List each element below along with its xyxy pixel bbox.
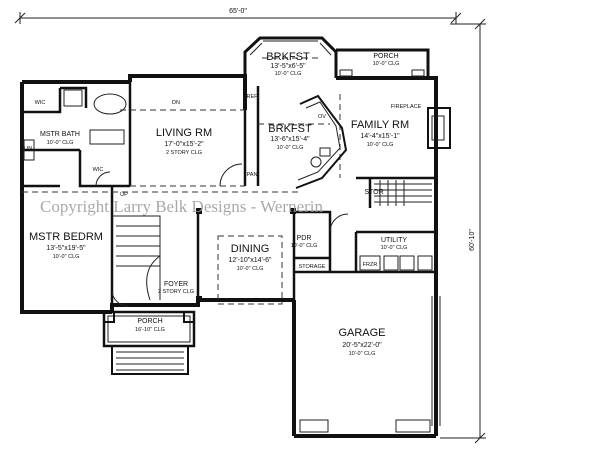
room-ceiling: 10'-0" CLG bbox=[237, 266, 264, 272]
wic-bottom-label: WIC bbox=[93, 167, 104, 173]
fireplace-shape bbox=[427, 107, 451, 149]
utility-fixtures bbox=[359, 255, 433, 271]
room-name: DINING bbox=[231, 243, 270, 255]
dn-label: DN bbox=[172, 100, 180, 106]
room-family: FAMILY RM 14'-4"x15'-1" 10'-0" CLG bbox=[351, 119, 409, 148]
columns bbox=[196, 208, 296, 302]
stor-label: STOR bbox=[364, 189, 383, 196]
room-brkfst-top: BRKFST 13'-5"x6'-5" 10'-0" CLG bbox=[266, 51, 310, 77]
rear-stairs bbox=[374, 180, 432, 206]
exterior-walls bbox=[20, 36, 438, 438]
door-swings bbox=[95, 163, 349, 307]
width-dimension-label: 65'-0" bbox=[229, 8, 247, 15]
room-name: UTILITY bbox=[381, 237, 407, 244]
room-name: FOYER bbox=[164, 281, 188, 288]
room-ceiling: 10'-0" CLG bbox=[373, 61, 400, 67]
room-ceiling: 10'-0" CLG bbox=[53, 254, 80, 260]
ov-label: OV bbox=[318, 114, 326, 120]
ref-label: REF bbox=[247, 94, 259, 100]
bath-fixtures bbox=[23, 89, 127, 161]
room-ceiling: 10'-0" CLG bbox=[381, 245, 408, 251]
width-dimension-line bbox=[14, 5, 462, 24]
wic-top-label: WIC bbox=[35, 100, 46, 106]
fireplace-label: FIREPLACE bbox=[391, 104, 422, 110]
lin-label: LIN bbox=[24, 146, 33, 152]
ceiling-lines bbox=[22, 57, 341, 305]
room-ceiling: 10'-0" CLG bbox=[367, 142, 394, 148]
room-foyer: FOYER 2 STORY CLG bbox=[158, 281, 194, 295]
room-ceiling: 2 STORY CLG bbox=[166, 150, 202, 156]
room-utility: UTILITY 10'-0" CLG bbox=[381, 237, 408, 251]
kitchen-island bbox=[295, 94, 348, 189]
room-porch-top: PORCH 10'-0" CLG bbox=[373, 53, 400, 67]
room-size: 16'-10" CLG bbox=[135, 327, 165, 333]
depth-dimension-label: 60'-10" bbox=[469, 229, 476, 251]
room-ceiling: 10'-0" CLG bbox=[47, 140, 74, 146]
room-living: LIVING RM 17'-0"x15'-2" 2 STORY CLG bbox=[156, 127, 212, 156]
up-label: UP bbox=[120, 192, 128, 198]
room-size: 13'-6"x15'-4" bbox=[270, 136, 310, 143]
room-size: 17'-0"x15'-2" bbox=[164, 141, 204, 148]
pdr-label: PDR bbox=[297, 235, 312, 242]
room-size: 13'-5"x6'-5" bbox=[270, 63, 306, 70]
frzr-label: FRZR bbox=[363, 262, 378, 268]
room-ceiling: 10'-0" CLG bbox=[275, 71, 302, 77]
room-size: 12'-10"x14'-6" bbox=[228, 257, 272, 264]
pdr-ceiling-label: 10'-0" CLG bbox=[291, 243, 318, 249]
room-brkfst: BRKFST 13'-6"x15'-4" 10'-0" CLG bbox=[268, 123, 312, 151]
bay-window-details bbox=[249, 40, 425, 77]
room-name: PORCH bbox=[373, 53, 398, 60]
room-dining: DINING 12'-10"x14'-6" 10'-0" CLG bbox=[228, 243, 272, 272]
front-porch-structure bbox=[102, 310, 196, 375]
room-name: BRKFST bbox=[266, 51, 310, 63]
room-name: GARAGE bbox=[338, 327, 385, 339]
garage-doors bbox=[431, 296, 441, 426]
room-size: 13'-5"x19'-5" bbox=[46, 245, 86, 252]
storage-label: STORAGE bbox=[299, 264, 326, 270]
room-garage: GARAGE 20'-5"x22'-0" 10'-0" CLG bbox=[338, 327, 385, 357]
room-ceiling: 2 STORY CLG bbox=[158, 289, 194, 295]
room-name: BRKFST bbox=[268, 123, 312, 135]
room-name: LIVING RM bbox=[156, 127, 212, 139]
room-size: 20'-5"x22'-0" bbox=[342, 342, 382, 349]
room-ceiling: 10'-0" CLG bbox=[277, 145, 304, 151]
room-name: MSTR BEDRM bbox=[29, 231, 103, 243]
room-name: FAMILY RM bbox=[351, 119, 409, 131]
room-size: 14'-4"x15'-1" bbox=[360, 133, 400, 140]
room-name: PORCH bbox=[137, 318, 162, 325]
garage-steps bbox=[299, 419, 431, 433]
foyer-stairs bbox=[112, 215, 161, 301]
room-name: MSTR BATH bbox=[40, 131, 80, 138]
room-mstr-bath: MSTR BATH 10'-0" CLG bbox=[40, 131, 80, 146]
depth-dimension-line bbox=[440, 18, 486, 444]
room-mstr-bedrm: MSTR BEDRM 13'-5"x19'-5" 10'-0" CLG bbox=[29, 231, 103, 260]
room-porch-front: PORCH 16'-10" CLG bbox=[135, 318, 165, 333]
pan-label: PAN bbox=[247, 172, 258, 178]
copyright-watermark: Copyright Larry Belk Designs - Wernerin bbox=[40, 197, 324, 216]
room-ceiling: 10'-0" CLG bbox=[349, 351, 376, 357]
